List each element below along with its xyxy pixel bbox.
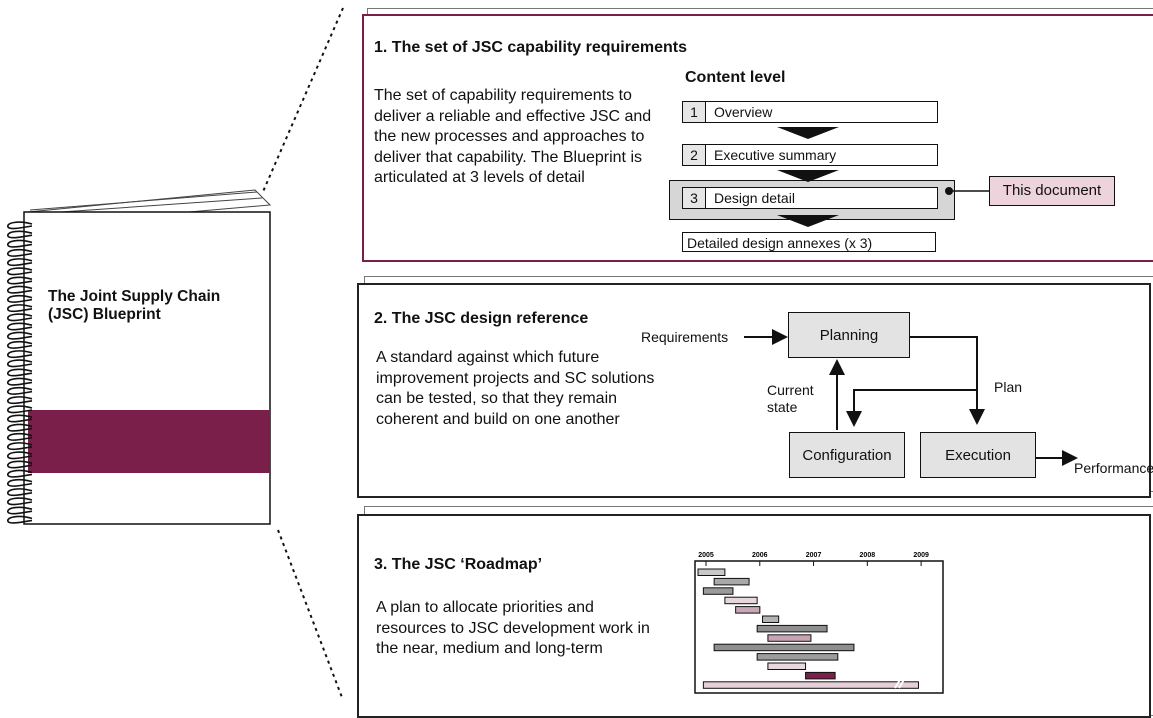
spiral-ring: [7, 405, 33, 414]
spiral-ring: [7, 230, 33, 239]
gantt-bar: [713, 643, 855, 652]
gantt-bar: [735, 606, 761, 614]
spiral-ring: [7, 460, 33, 469]
spiral-ring: [7, 497, 33, 506]
notebook-pages: [7, 189, 272, 525]
spiral-ring: [7, 396, 33, 405]
spiral-ring: [7, 423, 33, 432]
this-document-callout: This document: [989, 176, 1115, 206]
flow-arrows: [744, 329, 1078, 466]
planning-box: Planning: [788, 312, 910, 358]
gantt-year-label: 2006: [752, 552, 768, 559]
gantt-bar: [805, 671, 836, 680]
spiral-ring: [7, 322, 33, 331]
gantt-year-label: 2005: [698, 552, 714, 559]
spiral-ring: [7, 313, 33, 322]
spiral-ring: [7, 294, 33, 303]
spiral-ring: [7, 258, 33, 267]
section2-title: 2. The JSC design reference: [374, 310, 589, 327]
spiral-ring: [7, 340, 33, 349]
section1-title: 1. The set of JSC capability requirement…: [374, 39, 687, 56]
spiral-ring: [7, 359, 33, 368]
spiral-ring: [7, 451, 33, 460]
gantt-bar: [697, 568, 726, 576]
spiral-ring: [7, 350, 33, 359]
spiral-ring: [7, 515, 33, 524]
gantt-bar: [756, 624, 828, 633]
section3-title: 3. The JSC ‘Roadmap’: [374, 556, 543, 573]
spiral-ring: [7, 368, 33, 377]
section1-description: The set of capability requirements to de…: [374, 87, 652, 186]
level-arrows: [777, 127, 989, 227]
spiral-ring: [7, 506, 33, 515]
gantt-year-label: 2008: [860, 552, 876, 559]
spiral-ring: [7, 248, 33, 257]
section2-panel: 2. The JSC design reference A standard a…: [357, 283, 1153, 498]
execution-box: Execution: [920, 432, 1036, 478]
gantt-bar: [767, 634, 812, 642]
spiral-ring: [7, 478, 33, 487]
configuration-box: Configuration: [789, 432, 905, 478]
spiral-ring: [7, 304, 33, 313]
spiral-ring: [7, 377, 33, 386]
gantt-bar: [756, 653, 839, 661]
gantt-bar: [713, 577, 750, 586]
gantt-year-label: 2009: [913, 552, 929, 559]
plan-label: Plan: [994, 379, 1023, 395]
section1-panel: 1. The set of JSC capability requirement…: [362, 14, 1153, 262]
current-state-label: Current state: [767, 382, 814, 415]
spiral-ring: [7, 432, 33, 441]
spiral-ring: [7, 267, 33, 276]
gantt-bar: [702, 587, 734, 595]
spiral-ring: [7, 414, 33, 423]
spiral-ring: [7, 285, 33, 294]
gantt-bar: [767, 662, 807, 670]
spiral-ring: [7, 469, 33, 478]
gantt-bar: [762, 615, 780, 623]
spiral-ring: [7, 221, 33, 230]
spiral-ring: [7, 239, 33, 248]
requirements-label: Requirements: [641, 329, 729, 345]
gantt-year-label: 2007: [806, 552, 822, 559]
gantt-bar: [724, 596, 758, 605]
spiral-ring: [7, 488, 33, 497]
section2-description: A standard against which future improvem…: [376, 349, 655, 428]
annexes-box: Detailed design annexes (x 3): [682, 232, 936, 252]
performance-label: Performance: [1074, 460, 1153, 476]
gantt-bar: [702, 681, 919, 689]
section3-description: A plan to allocate priorities and resour…: [376, 599, 650, 657]
spiral-ring: [7, 276, 33, 285]
spiral-ring: [7, 386, 33, 395]
spiral-ring: [7, 442, 33, 451]
spiral-ring: [7, 331, 33, 340]
content-level-title: Content level: [685, 69, 786, 86]
notebook-title: The Joint Supply Chain (JSC) Blueprint: [48, 288, 221, 323]
